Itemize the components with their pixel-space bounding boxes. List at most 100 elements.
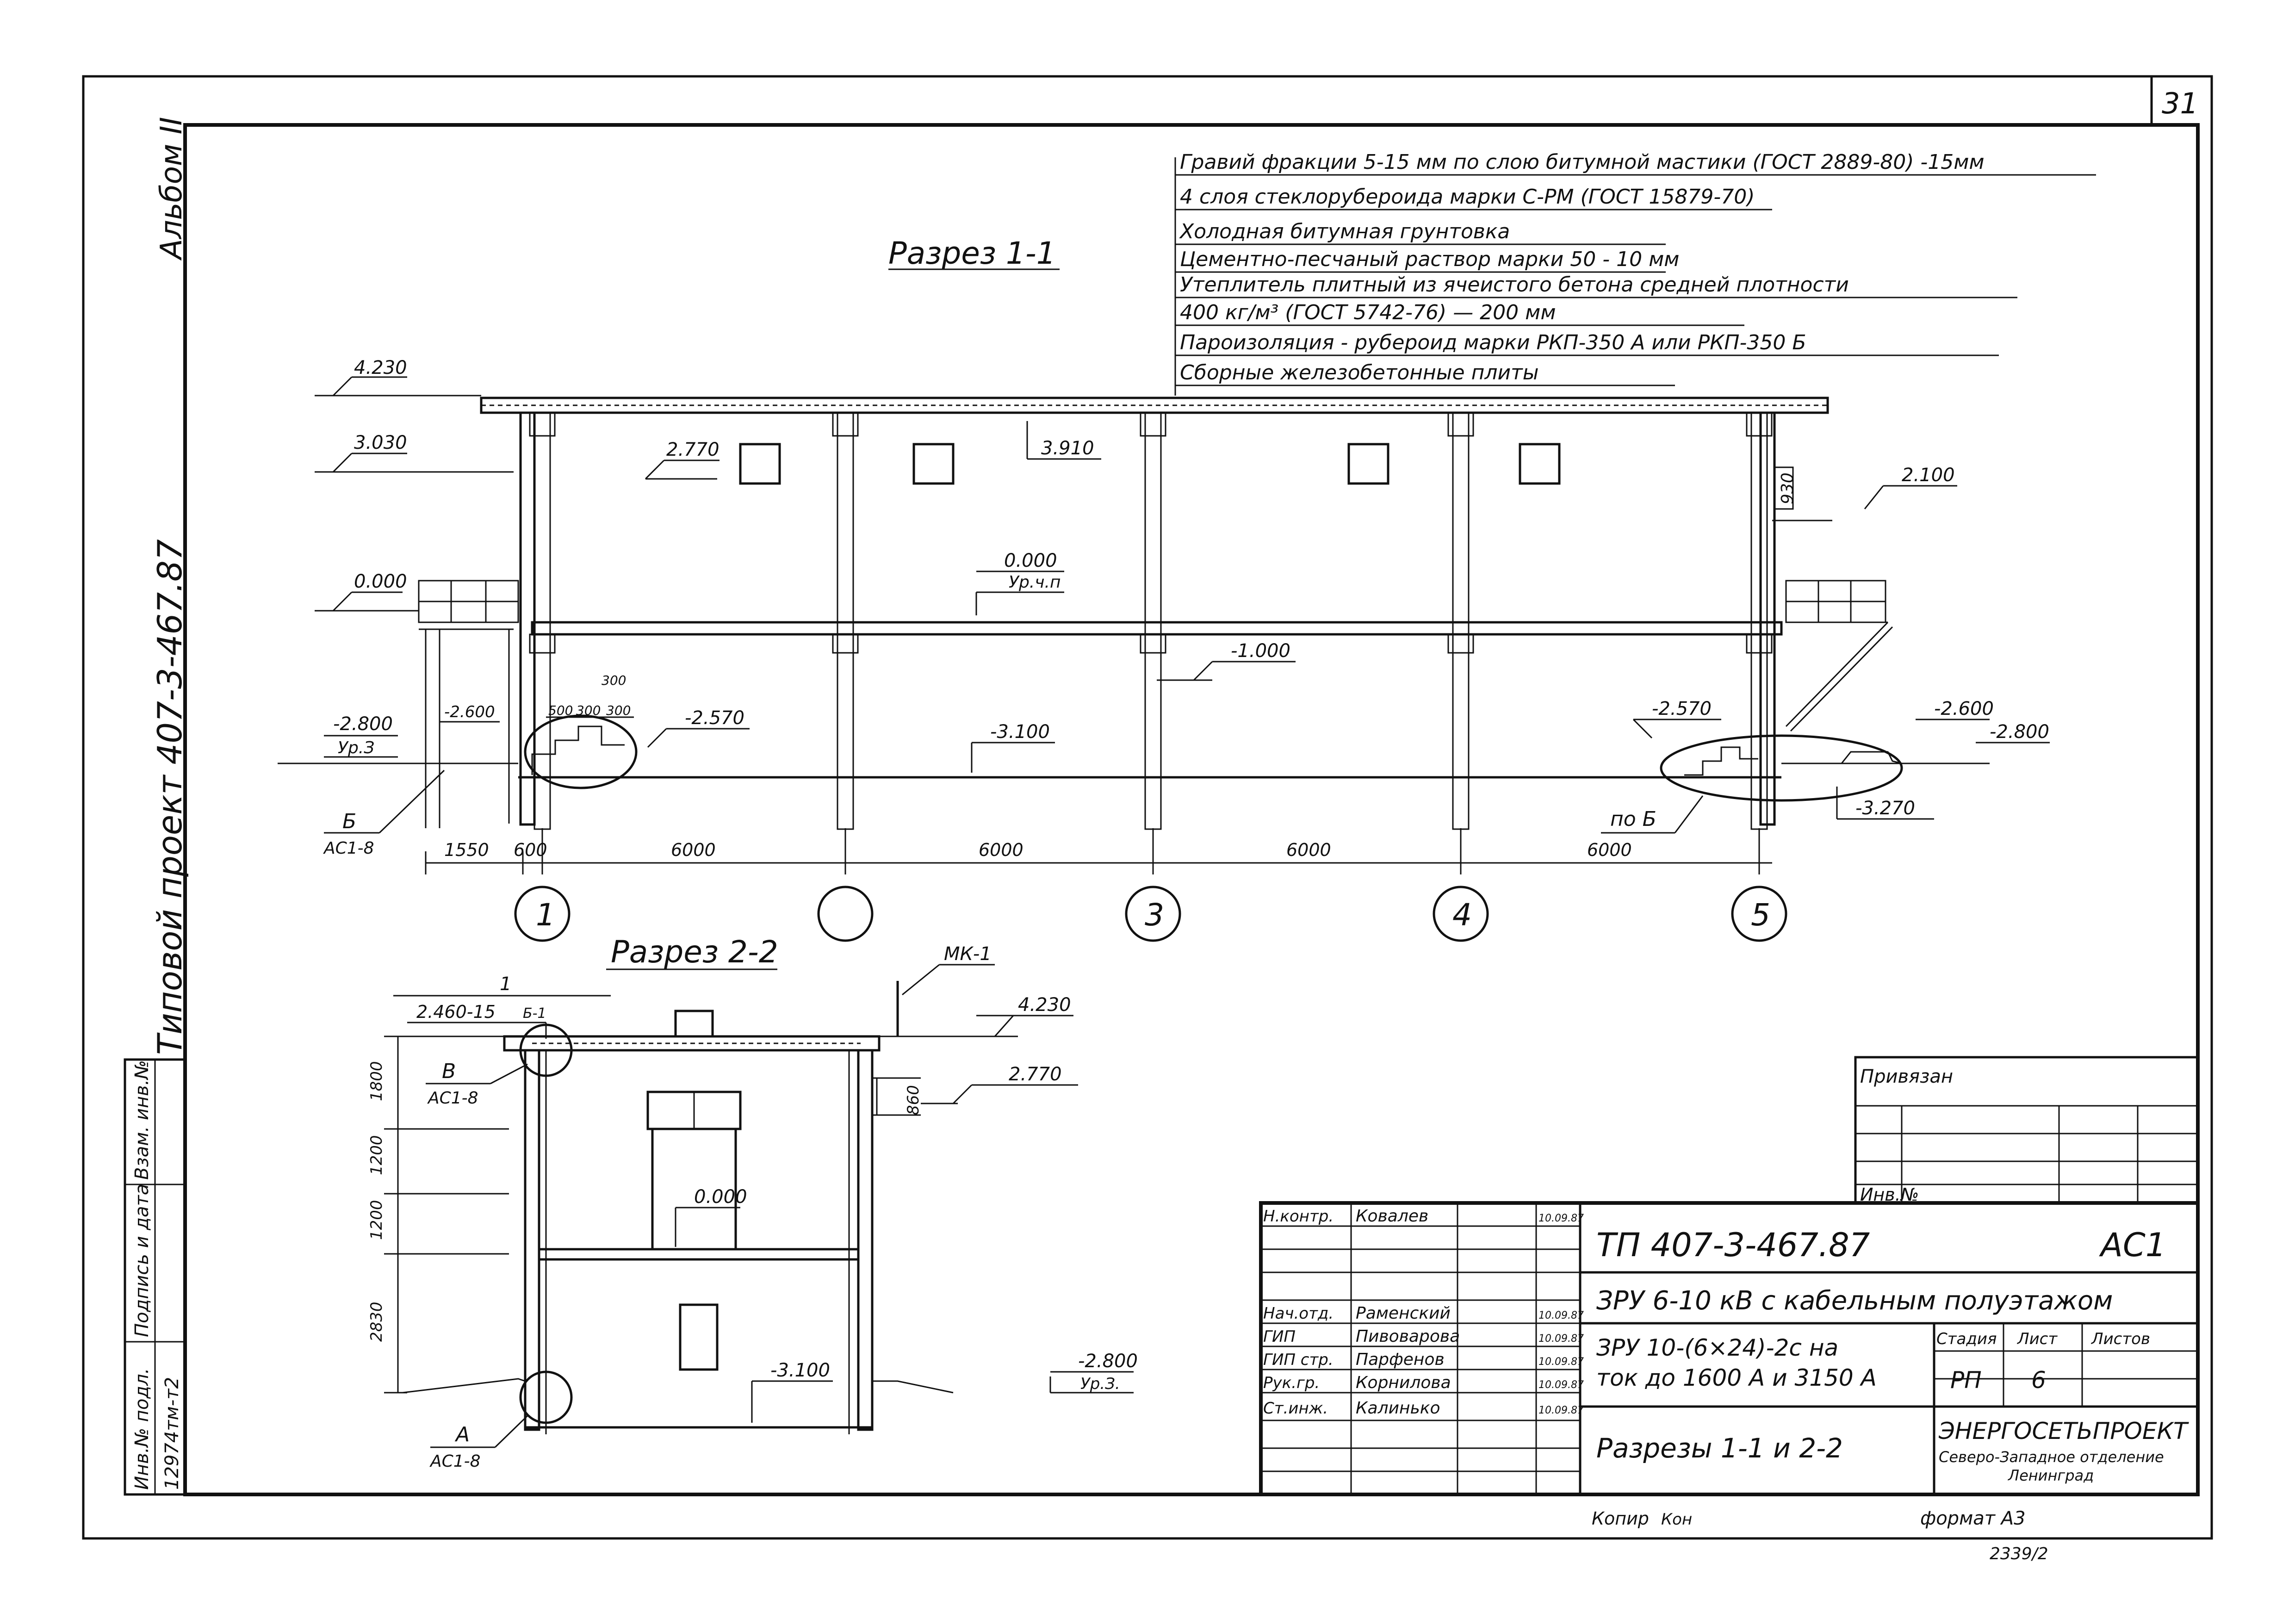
signer-name-4: Пивоварова [1356,1327,1460,1346]
section-1-1: Разрез 1-1 [278,236,2050,942]
signer-date-7: 10.09.87 [1538,1405,1584,1416]
outer-frame [82,75,2213,1540]
stage-label: Стадия [1936,1330,1997,1348]
dim-1800: 1800 [367,1061,386,1101]
levels-1-1: 4.230 3.030 0.000 -2.800 Ур.З -2.600 -2.… [315,357,2050,858]
side-stamp: Взам. инв.№ Подпись и дата Инв.№ подл. 1… [124,1058,186,1496]
dim-2830: 2830 [367,1302,386,1342]
axis-5: 5 [1751,897,1770,933]
callout-v-ref: АС1-8 [427,1089,478,1108]
mk-1-label: МК-1 [944,943,992,965]
level-3270: -3.270 [1855,798,1915,819]
level-2770: 2.770 [666,439,720,460]
org-1: ЭНЕРГОСЕТЬПРОЕКТ [1938,1418,2189,1444]
signer-date-6: 10.09.87 [1538,1379,1584,1391]
privyazan-block: Привязан Инв.№ [1854,1056,2199,1205]
copied-label: Копир [1592,1508,1649,1529]
roof-spec-2: 4 слоя стеклорубероида марки С-РМ (ГОСТ … [1180,185,1755,209]
page-number: 31 [2162,87,2198,120]
level-2570-left: -2.570 [685,707,744,729]
signer-name-0: Ковалев [1356,1207,1428,1226]
level-2800-left: -2.800 [333,713,393,735]
dim-1550: 1550 [444,840,489,860]
privyazan-label: Привязан [1860,1066,1953,1087]
roof-spec-3: Холодная битумная грунтовка [1179,220,1510,243]
axis-3: 3 [1145,897,1164,933]
roof-spec-6: 400 кг/м³ (ГОСТ 5742-76) — 200 мм [1180,301,1556,324]
signer-role-3: Нач.отд. [1263,1304,1334,1323]
level-0000-mid: 0.000 [1004,550,1057,571]
level-3030: 3.030 [354,432,407,453]
stair-dim-300-a: 300 [576,703,601,718]
callout-1: 1 [500,973,511,995]
dim-6000-d: 6000 [1587,840,1632,860]
roof-spec: Гравий фракции 5-15 мм по слою битумной … [1174,150,2096,396]
signer-role-4: ГИП [1263,1327,1296,1346]
level-2800-s2: -2.800 [1078,1351,1138,1372]
roof-spec-8: Сборные железобетонные плиты [1180,361,1538,384]
object-name: ЗРУ 6-10 кВ с кабельным полуэтажом [1596,1286,2113,1316]
inventory-number: 12974тм-т2 [161,1377,183,1490]
stair-dim-500: 500 [548,703,573,718]
ur3-left: Ур.З [338,738,374,757]
section-1-title: Разрез 1-1 [888,236,1056,271]
axis-markers: 1 3 4 5 [514,886,1787,942]
title-block: Н.контр. Ковалев 10.09.87 Нач.отд. Рамен… [1259,1201,2200,1496]
inner-frame [183,123,2200,1496]
doc-code: ТП 407-3-467.87 [1596,1226,1870,1264]
dim-600: 600 [514,840,547,860]
roof-spec-4: Цементно-песчаный раствор марки 50 - 10 … [1180,248,1679,271]
signature-label: Подпись и дата [131,1184,153,1337]
signer-name-7: Калинько [1356,1399,1440,1418]
level-3100: -3.100 [990,721,1050,743]
level-2100: 2.100 [1902,465,1955,486]
signer-date-4: 10.09.87 [1538,1333,1584,1345]
callout-b-small: Б-1 [523,1005,546,1022]
level-1000: -1.000 [1231,640,1290,662]
inventory-label: Инв.№ подл. [131,1368,153,1490]
signer-date-3: 10.09.87 [1538,1310,1584,1321]
doc-mark: АС1 [2099,1226,2166,1264]
callout-a: А [454,1423,470,1446]
level-4230-s2: 4.230 [1018,994,1071,1016]
axis-1: 1 [536,897,555,933]
level-4230: 4.230 [354,357,407,378]
section-2-2: Разрез 2-2 860 [367,934,1138,1471]
columns-1-1 [529,412,1773,830]
album-label: Альбом II [155,117,189,261]
level-2460: 2.460-15 [416,1002,496,1022]
level-0000-s2: 0.000 [694,1186,747,1208]
drawing-name: Разрезы 1-1 и 2-2 [1596,1432,1843,1464]
project-label: Типовой проект 407-3-467.87 [150,539,189,1055]
signer-role-0: Н.контр. [1263,1207,1334,1226]
stage-value: РП [1950,1367,1982,1394]
org-2: Северо-Западное отделение [1939,1448,2164,1466]
footer-number: 2339/2 [1990,1544,2048,1563]
org-3: Ленинград [2008,1467,2094,1484]
level-3910: 3.910 [1041,438,1094,459]
callout-po-b: по Б [1610,807,1656,831]
signer-name-5: Парфенов [1356,1350,1445,1369]
signer-role-7: Ст.инж. [1263,1399,1328,1418]
level-urchp: Ур.ч.п [1009,573,1061,592]
sheet-value: 6 [2031,1367,2046,1394]
roof-spec-5: Утеплитель плитный из ячеистого бетона с… [1180,273,1849,297]
dim-1200-b: 1200 [367,1200,386,1240]
dim-6000-c: 6000 [1286,840,1331,860]
replaced-label: Взам. инв.№ [131,1060,153,1180]
ur3-s2: Ур.З. [1080,1375,1120,1393]
level-0000-left: 0.000 [354,571,407,592]
signer-name-6: Корнилова [1356,1373,1451,1392]
copied-sign: Кон [1661,1510,1692,1529]
sub-title-2: ток до 1600 А и 3150 А [1596,1364,1877,1391]
signer-name-3: Раменский [1356,1304,1451,1323]
callout-b: Б [342,810,356,833]
stair-dim-300-b: 300 [606,703,631,718]
signer-role-5: ГИП стр. [1263,1351,1334,1369]
callout-b-ref: АС1-8 [323,839,374,858]
window-dim-860: 860 [904,1085,923,1115]
level-2800-right: -2.800 [1990,721,2049,743]
sheet-label: Лист [2016,1330,2058,1348]
section-2-title: Разрез 2-2 [611,934,778,970]
